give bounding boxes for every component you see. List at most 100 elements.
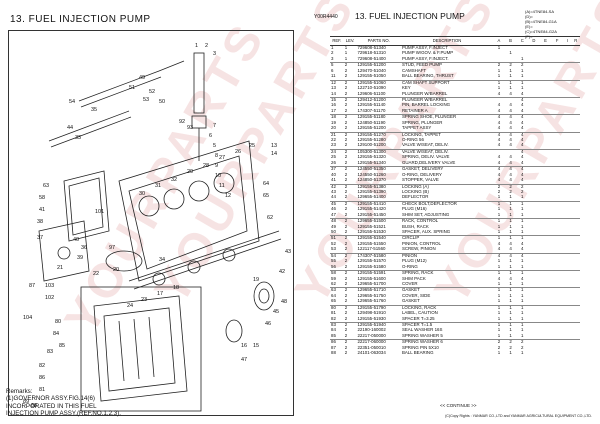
cell-empty <box>562 62 572 69</box>
cell-parts-no: 129498-51910 <box>357 311 386 316</box>
header-parts-no: PARTS NO. <box>356 36 401 46</box>
cell-ref: 54 <box>330 252 344 260</box>
cell-parts-no: 129655-51500 <box>356 218 401 225</box>
cell-lev: 2 <box>343 183 357 190</box>
callout-label: 85 <box>59 343 65 349</box>
cell-parts-no: 129655-51760 <box>357 299 386 304</box>
cell-qty <box>551 252 563 260</box>
cell-lev: 1 <box>344 51 348 56</box>
cell-empty <box>571 183 580 190</box>
cell-lev: 2 <box>343 62 357 69</box>
cell-qty: 1 <box>504 235 517 242</box>
header-col-c: C <box>516 36 529 46</box>
cell-qty: 1 <box>516 287 529 294</box>
cell-lev: 2 <box>344 276 348 281</box>
cell-ref: 16 <box>331 103 336 108</box>
cell-qty: 2 <box>516 339 529 346</box>
cell-qty: 1 <box>516 270 529 277</box>
diagram-panel: 13. FUEL INJECTION PUMP <box>6 14 294 417</box>
callout-label: 51 <box>129 85 135 91</box>
cell-qty: 1 <box>516 322 529 329</box>
callout-label: 28 <box>203 163 209 169</box>
cell-parts-no: 129470-51040 <box>357 68 386 73</box>
cell-parts-no: 129155-51410 <box>356 200 401 208</box>
cell-lev: 2 <box>344 108 348 113</box>
cell-qty: 1 <box>520 195 524 200</box>
header-col-b: B <box>504 36 517 46</box>
cell-qty: 1 <box>520 224 524 229</box>
header-i: I <box>562 36 572 46</box>
cell-lev: 2 <box>344 316 348 321</box>
cell-ref: 44 <box>331 195 336 200</box>
header-col-f: F <box>551 36 563 46</box>
cell-ref: 65 <box>331 299 336 304</box>
cell-parts-no: 129155-51450 <box>357 212 386 217</box>
cell-qty: 1 <box>504 322 517 329</box>
cell-qty: 4 <box>509 276 512 281</box>
cell-description: LOCKING (B) <box>401 189 429 194</box>
cell-ref: 52 <box>331 241 336 246</box>
cell-description: GASKET <box>400 287 494 294</box>
cell-lev: 2 <box>344 230 348 234</box>
copyright: (C)Copy Rights : YANMAR CO.,LTD and YANM… <box>445 414 592 418</box>
callout-label: 18 <box>173 285 179 291</box>
cell-qty <box>528 351 540 356</box>
cell-qty <box>551 287 563 294</box>
cell-qty: 4 <box>497 276 501 281</box>
cell-qty: 1 <box>497 299 501 304</box>
cell-ref: 86 <box>330 339 344 346</box>
cell-qty: 1 <box>497 293 501 298</box>
cell-qty <box>504 96 517 104</box>
cell-qty <box>528 252 540 260</box>
cell-qty: 2 <box>504 183 517 190</box>
table-header: REF. LEV. PARTS NO. DESCRIPTION A B C D … <box>330 36 580 46</box>
cell-description: O-RING <box>401 264 418 269</box>
cell-empty <box>562 235 572 242</box>
cell-empty <box>571 114 580 121</box>
cell-qty: 1 <box>520 74 524 79</box>
cell-ref: 53 <box>331 247 336 252</box>
cell-empty <box>571 218 580 225</box>
cell-qty: 1 <box>493 218 505 225</box>
cell-qty: 1 <box>509 224 512 229</box>
cell-lev: 2 <box>344 351 348 356</box>
cell-qty <box>551 62 563 69</box>
cell-qty: 1 <box>509 212 512 217</box>
cell-qty: 1 <box>509 207 512 212</box>
cell-lev: 2 <box>344 138 348 142</box>
cell-empty <box>562 166 572 173</box>
callout-label: 45 <box>273 309 279 315</box>
cell-qty: 1 <box>497 281 501 286</box>
cell-qty: 1 <box>509 299 512 304</box>
cell-qty: 4 <box>497 160 501 165</box>
cell-qty: 4 <box>493 131 505 138</box>
cell-qty: 4 <box>516 96 529 104</box>
cell-lev: 2 <box>344 212 348 217</box>
cell-qty: 2 <box>516 183 529 190</box>
cell-lev: 2 <box>344 160 348 165</box>
cell-qty <box>539 62 552 69</box>
cell-parts-no: 129155-51600 <box>357 276 386 281</box>
cell-qty: 4 <box>497 91 501 96</box>
callout-label: 38 <box>37 219 43 225</box>
cell-qty <box>528 114 540 121</box>
callout-label: 42 <box>279 269 285 275</box>
cell-ref: 87 <box>331 345 336 350</box>
cell-parts-no: 129155-51180 <box>356 114 401 121</box>
cell-parts-no: 22217-060000 <box>356 339 401 346</box>
cell-qty: 1 <box>516 304 529 312</box>
callout-label: 84 <box>53 331 59 337</box>
cell-qty: 1 <box>520 281 524 286</box>
cell-ref: 48 <box>330 218 344 225</box>
cell-description: PUMP ASSY, F.INJECT. <box>401 56 449 61</box>
cell-qty: 1 <box>504 200 517 208</box>
cell-qty <box>528 322 540 329</box>
cell-qty: 1 <box>493 322 505 329</box>
